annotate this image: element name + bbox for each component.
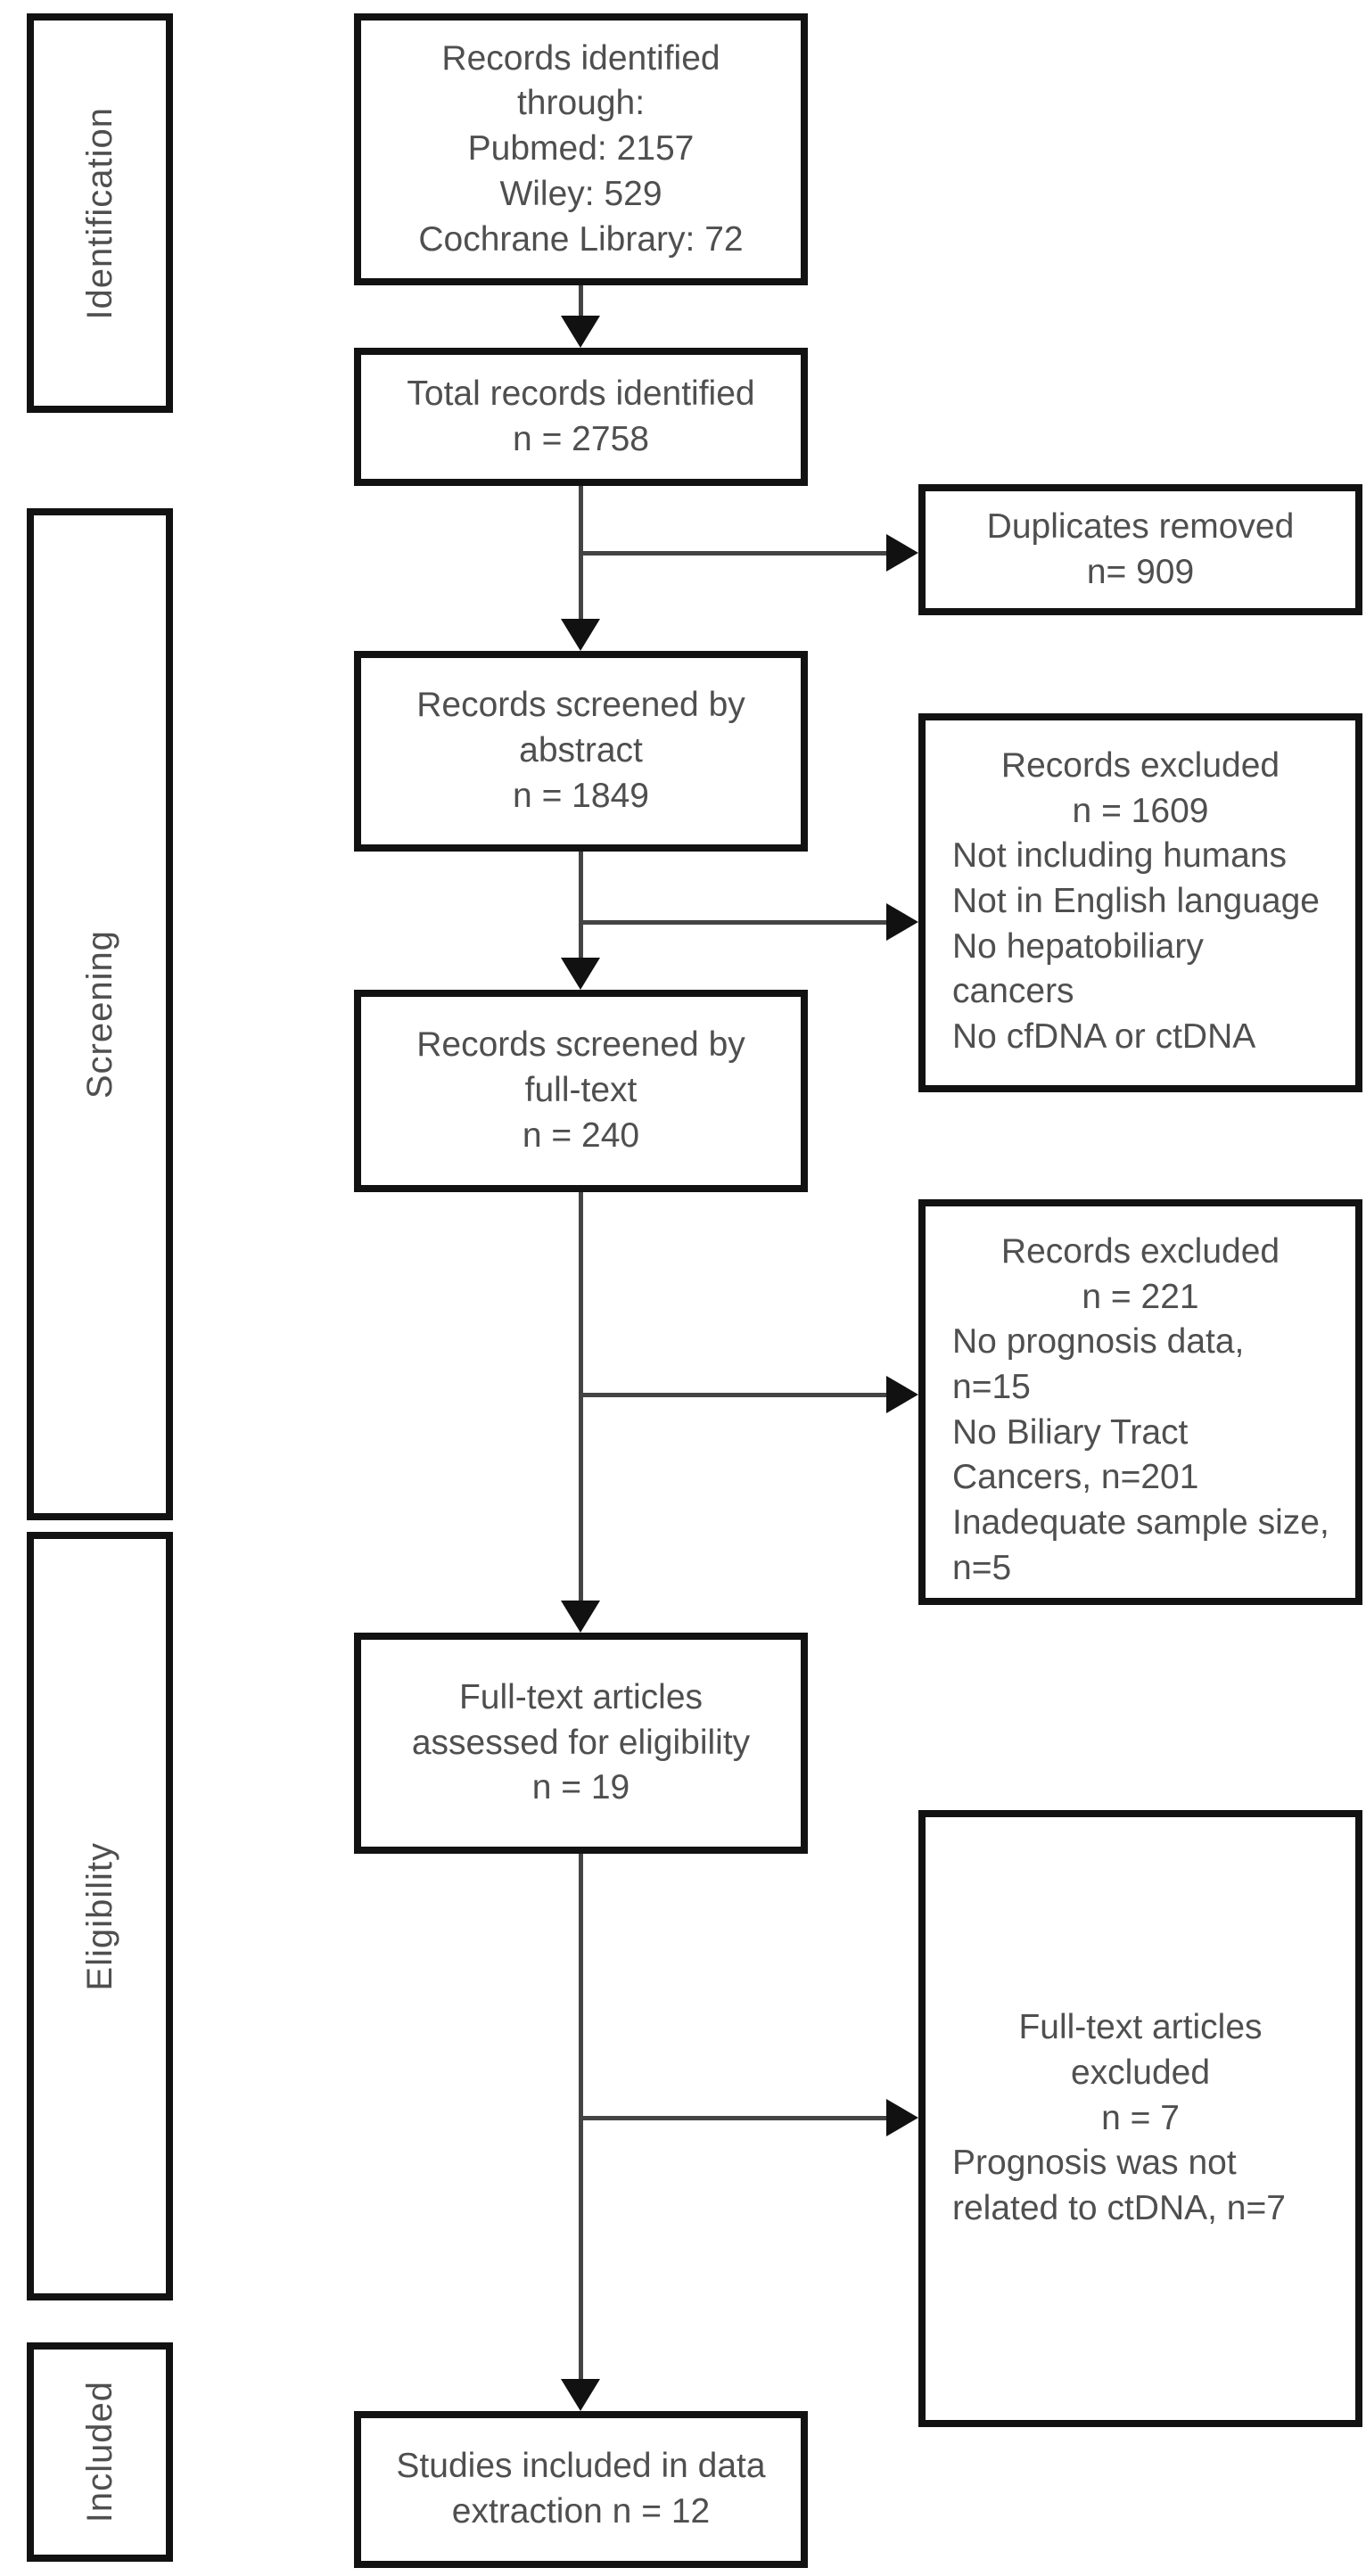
arrowhead-right-excluded-abstract <box>886 903 918 941</box>
branch-to-excluded-fulltext <box>580 1393 887 1397</box>
box-records-excluded-fulltext-details: No prognosis data, n=15 No Biliary Tract… <box>952 1322 1329 1587</box>
stage-eligibility: Eligibility <box>27 1532 173 2300</box>
box-records-screened-fulltext-text: Records screened by full-text n = 240 <box>416 1025 745 1155</box>
arrowhead-down-total-records <box>561 316 600 348</box>
arrowhead-down-screened-abstract <box>561 619 600 651</box>
stage-identification: Identification <box>27 13 173 413</box>
box-records-excluded-abstract-details: Not including humans Not in English lang… <box>952 836 1320 1057</box>
box-studies-included-text: Studies included in data extraction n = … <box>396 2447 766 2531</box>
stage-identification-label: Identification <box>80 106 119 320</box>
stage-included-label: Included <box>80 2381 119 2523</box>
box-records-screened-abstract-text: Records screened by abstract n = 1849 <box>416 686 745 815</box>
arrowhead-right-excluded-fulltext <box>886 1376 918 1413</box>
branch-to-duplicates <box>580 551 887 556</box>
box-duplicates-removed-title: Duplicates removed n= 909 <box>986 506 1295 591</box>
box-records-identified-text: Records identified through: Pubmed: 2157… <box>418 38 744 259</box>
box-fulltext-assessed-eligibility: Full-text articles assessed for eligibil… <box>354 1633 808 1854</box>
box-total-records-text: Total records identified n = 2758 <box>407 374 755 458</box>
box-fulltext-assessed-eligibility-text: Full-text articles assessed for eligibil… <box>411 1677 751 1807</box>
arrowhead-right-duplicates <box>886 534 918 572</box>
box-fulltext-articles-excluded-title: Full-text articles excluded n = 7 <box>1018 2008 1263 2137</box>
stage-screening-label: Screening <box>80 929 119 1099</box>
stage-eligibility-label: Eligibility <box>80 1841 119 1991</box>
box-total-records: Total records identified n = 2758 <box>354 348 808 486</box>
box-studies-included: Studies included in data extraction n = … <box>354 2411 808 2568</box>
box-records-excluded-fulltext-title: Records excluded n = 221 <box>1000 1232 1280 1316</box>
box-records-excluded-abstract-title: Records excluded n = 1609 <box>1000 746 1280 830</box>
box-records-screened-abstract: Records screened by abstract n = 1849 <box>354 651 808 852</box>
box-duplicates-removed: Duplicates removed n= 909 <box>918 484 1362 615</box>
box-records-excluded-fulltext: Records excluded n = 221 No prognosis da… <box>918 1199 1362 1605</box>
branch-to-excluded-abstract <box>580 920 887 925</box>
connector-identified-to-total <box>579 285 583 316</box>
box-fulltext-articles-excluded-details: Prognosis was not related to ctDNA, n=7 <box>952 2144 1286 2228</box>
arrowhead-down-studies-included <box>561 2379 600 2411</box>
connector-abstract-to-fulltext <box>579 852 583 958</box>
box-records-identified: Records identified through: Pubmed: 2157… <box>354 13 808 285</box>
stage-screening: Screening <box>27 508 173 1520</box>
arrowhead-down-screened-fulltext <box>561 958 600 990</box>
box-records-excluded-abstract: Records excluded n = 1609 Not including … <box>918 713 1362 1092</box>
arrowhead-right-excluded-eligibility <box>886 2099 918 2136</box>
stage-included: Included <box>27 2342 173 2562</box>
arrowhead-down-assessed <box>561 1601 600 1633</box>
box-fulltext-articles-excluded: Full-text articles excluded n = 7 Progno… <box>918 1810 1362 2427</box>
box-records-screened-fulltext: Records screened by full-text n = 240 <box>354 990 808 1192</box>
branch-to-excluded-eligibility <box>580 2116 887 2120</box>
